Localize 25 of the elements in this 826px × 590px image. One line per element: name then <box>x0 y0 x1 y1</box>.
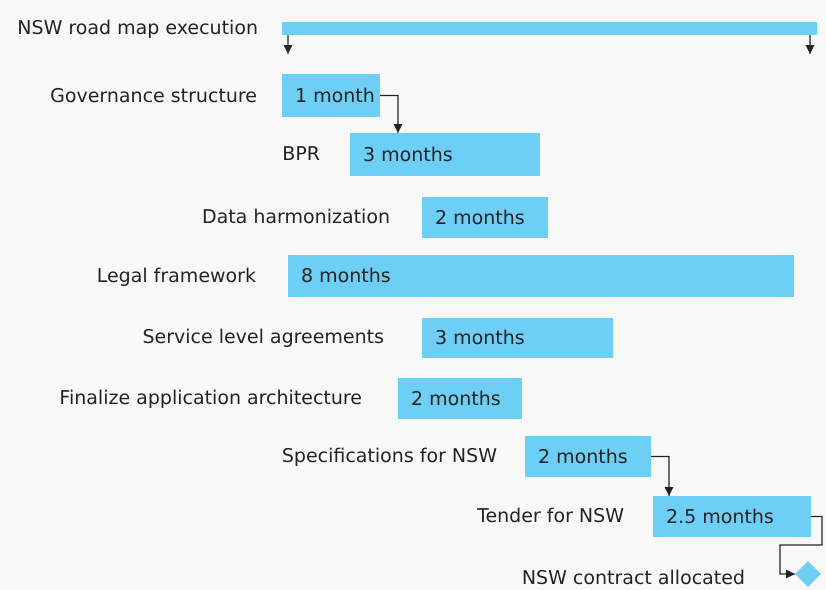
task-label: Governance structure <box>50 85 257 107</box>
duration-bar: 2.5 months <box>653 496 811 537</box>
milestone-diamond <box>795 561 821 587</box>
task-label: BPR <box>282 143 320 165</box>
duration-bar: 2 months <box>398 378 522 419</box>
task-label: Tender for NSW <box>477 505 624 527</box>
duration-bar: 2 months <box>422 197 548 238</box>
duration-bar: 8 months <box>288 255 794 297</box>
arrow <box>779 516 823 579</box>
arrow <box>283 35 293 54</box>
duration-bar: 2 months <box>525 436 651 477</box>
arrow <box>380 94 403 133</box>
duration-bar: 3 months <box>422 318 613 358</box>
task-label: NSW contract allocated <box>522 567 745 589</box>
task-label: Service level agreements <box>142 326 384 348</box>
arrow <box>651 456 674 496</box>
timeline-bar <box>282 22 817 35</box>
arrow <box>805 35 815 54</box>
duration-bar: 3 months <box>350 133 540 176</box>
task-label: NSW road map execution <box>17 17 258 39</box>
task-label: Specifications for NSW <box>282 445 497 467</box>
task-label: Data harmonization <box>202 206 390 228</box>
duration-bar: 1 month <box>282 74 380 117</box>
task-label: Legal framework <box>96 265 256 287</box>
task-label: Finalize application architecture <box>59 387 362 409</box>
